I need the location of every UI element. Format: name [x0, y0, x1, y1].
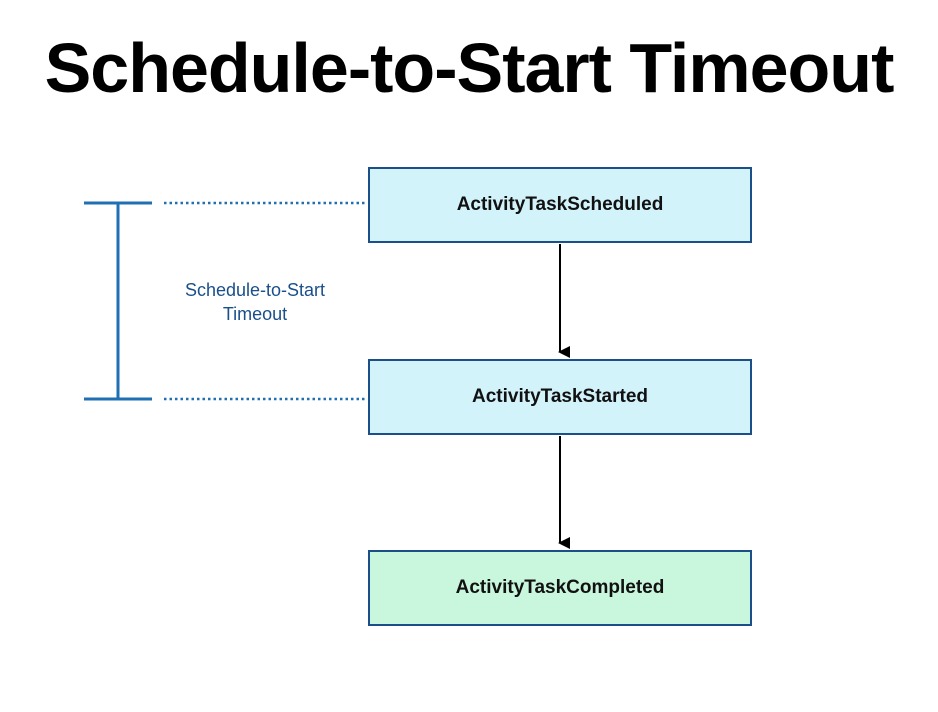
node-activity-task-scheduled: ActivityTaskScheduled	[368, 167, 752, 243]
bracket-label-line: Timeout	[222, 304, 288, 324]
node-label: ActivityTaskStarted	[472, 386, 648, 407]
node-activity-task-started: ActivityTaskStarted	[368, 359, 752, 435]
page-title: Schedule-to-Start Timeout	[44, 29, 895, 107]
node-label: ActivityTaskCompleted	[455, 577, 665, 598]
node-label: ActivityTaskScheduled	[456, 194, 664, 215]
node-activity-task-completed: ActivityTaskCompleted	[368, 550, 752, 626]
bracket-label-line: Schedule-to-Start	[184, 280, 326, 300]
timeout-bracket-label: Schedule-to-Start Timeout	[150, 278, 360, 326]
